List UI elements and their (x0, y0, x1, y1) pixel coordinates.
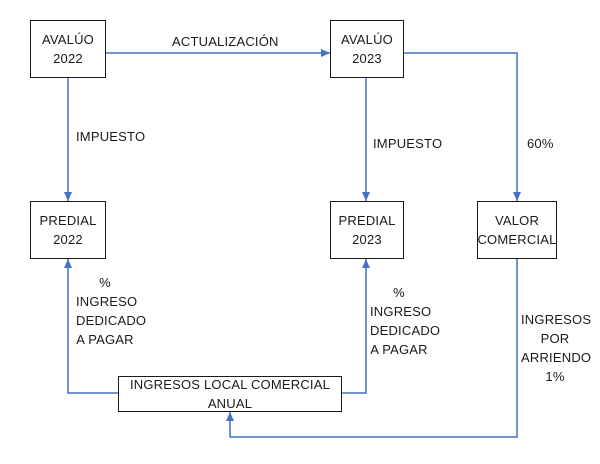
label-arriendo-l2: POR (540, 331, 570, 346)
node-valor-comercial-line2: COMERCIAL (477, 232, 557, 247)
label-ingreso-dedicado-2023: % INGRESO DEDICADO A PAGAR (370, 283, 441, 359)
label-impuesto-2023-text: IMPUESTO (373, 136, 443, 151)
label-actualizacion-text: ACTUALIZACIÓN (172, 34, 279, 49)
node-predial-2023-line1: PREDIAL (338, 213, 396, 228)
node-valor-comercial-line1: VALOR (494, 213, 540, 228)
node-avaluo-2022: AVALÚO 2022 (30, 20, 106, 78)
label-ingreso-2023-l3: DEDICADO (370, 323, 441, 338)
node-valor-comercial: VALOR COMERCIAL (477, 201, 557, 259)
edge-60-percent (404, 52, 521, 201)
node-avaluo-2023-line1: AVALÚO (340, 32, 393, 47)
label-60-percent-text: 60% (527, 136, 554, 151)
node-avaluo-2023: AVALÚO 2023 (330, 20, 404, 78)
node-avaluo-2022-line2: 2022 (53, 51, 83, 66)
label-arriendo-l4: 1% (545, 369, 565, 384)
label-ingresos-arriendo: INGRESOS POR ARRIENDO 1% (521, 310, 592, 386)
node-predial-2022-line1: PREDIAL (39, 213, 97, 228)
label-ingreso-2023-l2: INGRESO (370, 304, 432, 319)
label-ingreso-2022-l4: A PAGAR (76, 332, 134, 347)
label-ingreso-2023-l1: % (393, 285, 405, 300)
edge-ingreso-2022 (64, 259, 118, 394)
label-ingreso-dedicado-2022: % INGRESO DEDICADO A PAGAR (76, 273, 147, 349)
node-ingresos-local-text: INGRESOS LOCAL COMERCIAL ANUAL (129, 377, 331, 411)
edge-ingreso-2023 (342, 259, 370, 394)
node-avaluo-2023-line2: 2023 (352, 51, 382, 66)
edge-ingresos-arriendo (226, 259, 518, 438)
label-ingreso-2022-l2: INGRESO (76, 294, 138, 309)
label-arriendo-l3: ARRIENDO (521, 350, 592, 365)
label-impuesto-2022: IMPUESTO (76, 127, 145, 146)
label-60-percent: 60% (527, 134, 554, 153)
label-ingreso-2022-l3: DEDICADO (76, 313, 147, 328)
node-avaluo-2022-line1: AVALÚO (41, 32, 94, 47)
label-arriendo-l1: INGRESOS (521, 312, 592, 327)
label-ingreso-2022-l1: % (99, 275, 111, 290)
label-impuesto-2022-text: IMPUESTO (76, 129, 146, 144)
label-impuesto-2023: IMPUESTO (373, 134, 442, 153)
node-predial-2022: PREDIAL 2022 (30, 201, 106, 259)
node-predial-2023-line2: 2023 (352, 232, 382, 247)
node-ingresos-local-comercial: INGRESOS LOCAL COMERCIAL ANUAL (118, 376, 342, 412)
label-actualizacion: ACTUALIZACIÓN (172, 32, 279, 51)
label-ingreso-2023-l4: A PAGAR (370, 342, 428, 357)
node-predial-2022-line2: 2022 (53, 232, 83, 247)
node-predial-2023: PREDIAL 2023 (330, 201, 404, 259)
